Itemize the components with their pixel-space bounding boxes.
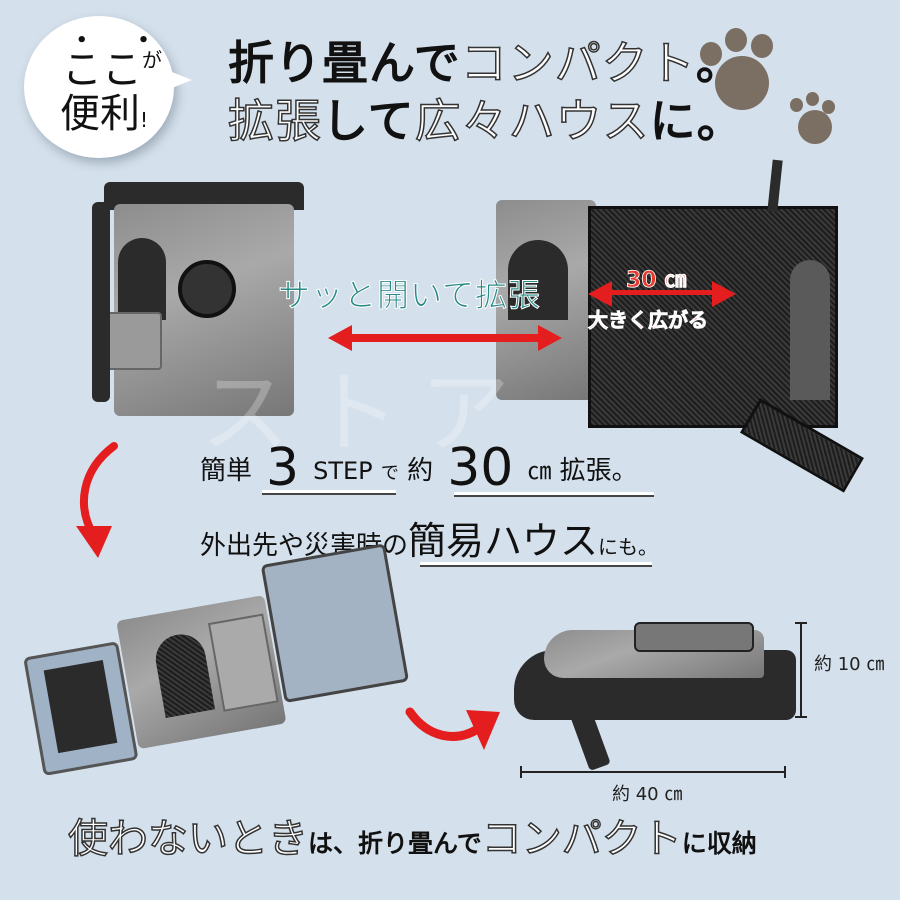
backpack-folded-flat-image bbox=[514, 620, 796, 772]
bubble-line-2: 便利! bbox=[60, 94, 148, 134]
width-dimension-label: 約 40 ㎝ bbox=[612, 784, 683, 805]
step-line: 簡単 3 STEP で 約 30 ㎝ 拡張。 bbox=[200, 438, 638, 498]
step-amount: 30 bbox=[447, 438, 514, 498]
paw-print-icon bbox=[700, 28, 780, 112]
bubble-line-1-main: ここ bbox=[62, 47, 142, 93]
width-dimension-line bbox=[520, 766, 786, 778]
speech-bubble: • • ここが 便利! bbox=[24, 16, 192, 158]
bottom-when-unused-text: 使わないとき bbox=[67, 815, 309, 863]
bubble-line-1: ここが bbox=[62, 50, 162, 90]
backpack-closed-image bbox=[92, 182, 316, 422]
step-word: STEP bbox=[313, 457, 373, 485]
step-count-underline bbox=[262, 490, 396, 495]
house-suffix: にも。 bbox=[598, 535, 659, 559]
headline-line-2: 拡張して広々ハウスに。 bbox=[227, 92, 744, 150]
step-amount-underline bbox=[454, 492, 654, 497]
step-prefix: 簡単 bbox=[200, 456, 253, 486]
bottom-store-text: に収納 bbox=[681, 829, 757, 858]
house-emphasis: 簡易ハウス bbox=[408, 519, 599, 563]
step-unit: ㎝ bbox=[527, 457, 552, 485]
height-dimension-label: 約 10 ㎝ bbox=[814, 654, 885, 675]
bubble-line-2-small: ! bbox=[140, 108, 149, 132]
bubble-dots: • • bbox=[76, 30, 172, 51]
width-double-arrow-icon bbox=[588, 281, 736, 307]
headline-expand-text: 拡張 bbox=[227, 93, 322, 149]
bottom-tagline: 使わないときは、折り畳んでコンパクトに収納 bbox=[67, 806, 757, 864]
bubble-line-1-small: が bbox=[142, 48, 162, 72]
headline: 折り畳んでコンパクト。 拡張して広々ハウスに。 bbox=[227, 34, 744, 150]
headline-fold-text: 折り畳んで bbox=[228, 36, 461, 90]
curved-arrow-right-icon bbox=[405, 707, 500, 750]
headline-spacious-house-text: 広々ハウス bbox=[414, 93, 650, 149]
paw-print-small-icon bbox=[790, 92, 840, 144]
step-de: で bbox=[380, 463, 399, 484]
expand-caption: サッと開いて拡張 bbox=[277, 276, 542, 315]
bubble-line-2-main: 便利 bbox=[60, 91, 140, 137]
step-approx: 約 bbox=[407, 456, 434, 486]
backpack-unfolded-image bbox=[13, 533, 418, 776]
expanded-width-caption: 大きく広がる bbox=[588, 308, 709, 333]
headline-compact-text: コンパクト bbox=[460, 35, 696, 91]
expanded-width-value: 30 ㎝ bbox=[626, 268, 687, 294]
height-dimension-line bbox=[795, 622, 807, 718]
headline-line-1: 折り畳んでコンパクト。 bbox=[228, 34, 744, 92]
expand-double-arrow-icon bbox=[328, 325, 562, 351]
watermark-text: ストア bbox=[200, 361, 530, 466]
bottom-compact-text: コンパクト bbox=[481, 815, 683, 863]
step-count: 3 bbox=[266, 438, 300, 498]
curved-arrow-down-icon bbox=[76, 442, 118, 558]
step-suffix: 拡張。 bbox=[559, 456, 638, 486]
bottom-fold-text: は、折り畳んで bbox=[308, 829, 482, 858]
headline-shite-text: して bbox=[322, 94, 415, 148]
backpack-expanded-image bbox=[490, 159, 890, 520]
house-underline bbox=[420, 562, 652, 567]
